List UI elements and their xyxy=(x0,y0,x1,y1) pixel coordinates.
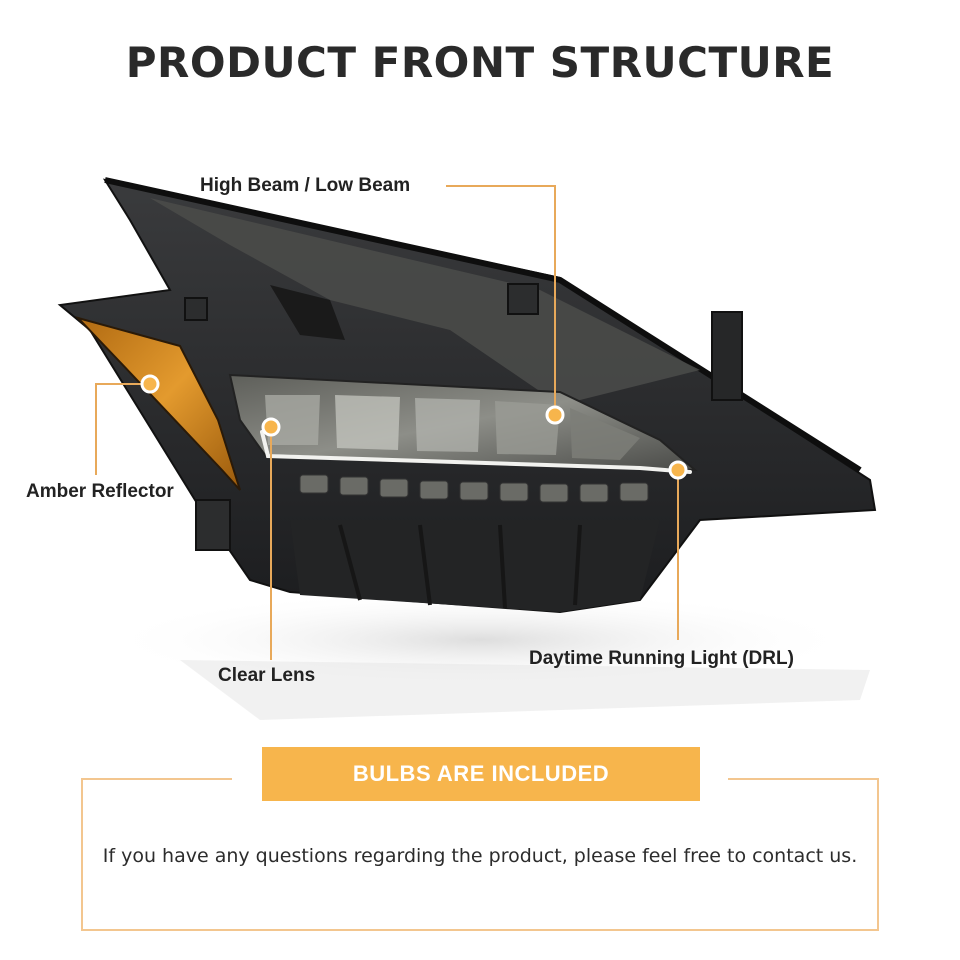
contact-box-border xyxy=(81,778,879,931)
callout-amber-reflector: Amber Reflector xyxy=(26,481,174,502)
led-row xyxy=(299,474,649,503)
callout-line-high-low-beam xyxy=(446,185,556,413)
callout-dot-clear-lens xyxy=(261,417,281,437)
amber-reflector xyxy=(74,316,241,491)
callout-high-low-beam: High Beam / Low Beam xyxy=(200,175,411,196)
callout-dot-high-low-beam xyxy=(545,405,565,425)
callout-drl: Daytime Running Light (DRL) xyxy=(529,648,794,669)
bulbs-included-banner: BULBS ARE INCLUDED xyxy=(262,747,700,801)
callout-dot-drl xyxy=(668,460,688,480)
reflection xyxy=(180,660,870,720)
drl-strip xyxy=(260,430,692,474)
callout-clear-lens: Clear Lens xyxy=(218,665,316,686)
clear-lens-area xyxy=(228,373,698,472)
contact-message: If you have any questions regarding the … xyxy=(102,845,858,867)
page-title: PRODUCT FRONT STRUCTURE xyxy=(125,38,835,87)
callout-dot-amber-reflector xyxy=(140,374,160,394)
callout-line-amber-reflector xyxy=(95,383,148,475)
